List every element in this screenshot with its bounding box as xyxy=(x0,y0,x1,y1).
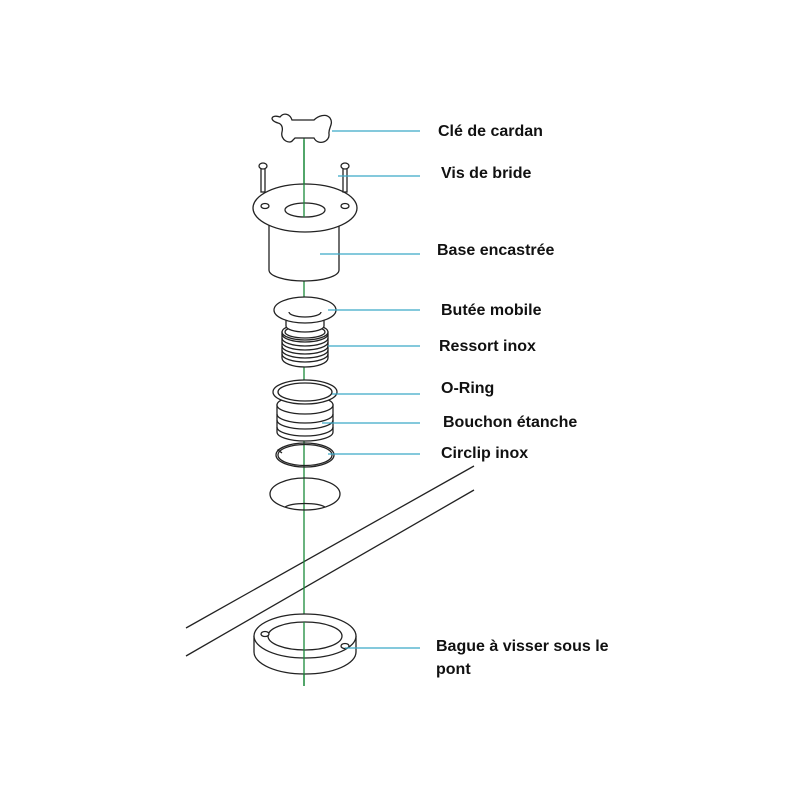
leader-lines xyxy=(320,130,420,649)
label-o-ring: O-Ring xyxy=(441,380,495,397)
bague-part xyxy=(253,613,357,686)
cle-part xyxy=(271,113,333,144)
label-base-encastree: Base encastrée xyxy=(437,242,555,259)
deck-hole xyxy=(269,477,341,511)
label-bague-line2: pont xyxy=(436,661,471,678)
deck-panel xyxy=(185,465,475,657)
label-bouchon-etanche: Bouchon étanche xyxy=(443,414,578,431)
label-butee-mobile: Butée mobile xyxy=(441,302,542,319)
oring-part xyxy=(272,379,338,405)
label-bague-line1: Bague à visser sous le xyxy=(436,638,609,655)
label-cle-de-cardan: Clé de cardan xyxy=(438,123,543,140)
base-part xyxy=(252,140,358,282)
label-ressort-inox: Ressort inox xyxy=(439,338,536,355)
label-circlip-inox: Circlip inox xyxy=(441,445,529,462)
label-vis-de-bride: Vis de bride xyxy=(441,165,532,182)
circlip-part xyxy=(275,442,335,468)
vis-parts xyxy=(258,162,350,193)
butee-part xyxy=(273,296,337,333)
